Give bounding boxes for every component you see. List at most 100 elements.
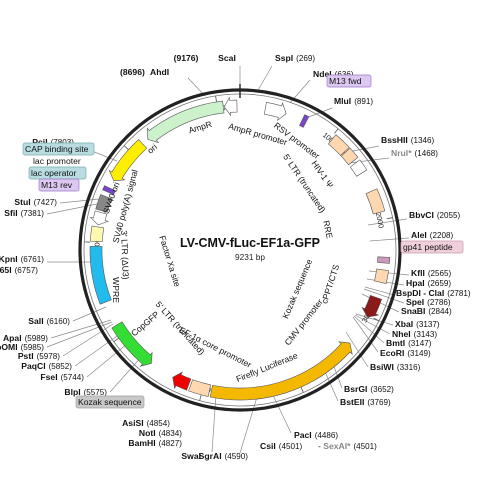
- feature-label-cppt-text: cPPT/CTS: [319, 263, 341, 305]
- site-name: XbaI: [395, 319, 413, 329]
- site-bspdi: BspDI - ClaI(2781): [396, 288, 471, 298]
- site-position: (1346): [411, 136, 435, 145]
- site-leader: [46, 203, 98, 215]
- label-text-kozak-box: Kozak sequence: [78, 397, 142, 407]
- site-name: SnaBI: [401, 306, 425, 316]
- label-text-m13rev-box: M13 rev: [41, 180, 73, 190]
- site-name: SwaI: [181, 451, 201, 461]
- site-leader: [72, 306, 107, 322]
- site-hpai: HpaI(2659): [406, 278, 451, 288]
- label-text-m13fwd-box: M13 fwd: [329, 76, 362, 86]
- site-leader: [353, 315, 385, 344]
- site-name: KflI: [411, 268, 425, 278]
- site-leader: [348, 157, 390, 164]
- feature-hiv1: [349, 159, 368, 177]
- site-position: (2781): [447, 289, 471, 298]
- site-name: (8696): [120, 67, 145, 77]
- site-bamhi: BamHI (4827): [128, 438, 182, 448]
- site-name: AhdI: [150, 67, 169, 77]
- site-name: PspOMI: [0, 342, 18, 352]
- feature-ef1a: [188, 379, 212, 397]
- feature-wpre: [89, 245, 112, 305]
- site-name: FseI: [40, 372, 57, 382]
- site-name: BbvCI: [409, 210, 434, 220]
- site-name: MluI: [334, 96, 351, 106]
- site-leader: [86, 343, 128, 378]
- site-leader: [368, 270, 410, 276]
- site-swai: SwaI: [181, 451, 201, 461]
- site-name: NheI: [392, 329, 411, 339]
- site-blpi: BlpI(5575): [64, 387, 107, 397]
- label-box-m13fwd-box: [326, 74, 372, 88]
- site-name: SfiI: [4, 208, 17, 218]
- feature-ampr-promoter: [223, 96, 238, 117]
- site-name: BsiWI: [370, 362, 394, 372]
- site-name: BspDI - ClaI: [396, 288, 444, 298]
- site-leader: [211, 393, 217, 453]
- site-leader: [50, 319, 112, 339]
- feature-label-ori-text: ori: [145, 142, 159, 156]
- site-pcii: PciI(7803): [32, 137, 74, 147]
- site-name: AleI: [411, 230, 427, 240]
- tick-mark: [373, 317, 380, 322]
- feature-copgfp: [111, 321, 153, 367]
- tick-mark: [386, 217, 393, 220]
- site-ahdi-num: (9176): [174, 53, 199, 63]
- site-sgrai: SgrAI(4590): [199, 451, 249, 461]
- site-leader: [109, 354, 144, 393]
- site-name: PciI: [32, 137, 47, 147]
- site-pspomi: PspOMI(5985): [0, 342, 44, 352]
- feature-sv40-ori: [95, 194, 113, 213]
- site-position: (6160): [47, 317, 71, 326]
- site-position: (7427): [34, 198, 58, 207]
- site-position: (4827): [159, 439, 183, 448]
- site-name: BlpI: [64, 387, 80, 397]
- site-paci: PacI(4486): [294, 430, 338, 440]
- backbone: [78, 84, 402, 412]
- site-leader: [352, 316, 379, 353]
- site-leader: [369, 237, 410, 242]
- feature-label-copgfp-text: CopGFP: [129, 309, 161, 338]
- site-name: NdeI: [313, 69, 332, 79]
- site-sali: SalI (6160): [28, 316, 70, 326]
- site-leader: [271, 392, 292, 434]
- site-name: StuI: [14, 197, 30, 207]
- feature-m13rev-mark: [102, 185, 116, 196]
- site-position: (5985): [21, 343, 45, 352]
- feature-ampr: [147, 100, 225, 144]
- site-name: PstI: [18, 351, 34, 361]
- feature-label-factor-xa-text: Factor Xa site: [157, 234, 182, 288]
- tick-mark: [215, 95, 217, 102]
- site-position: (4590): [225, 452, 249, 461]
- site-mlui: MluI(891): [334, 96, 373, 106]
- tick-label: 2000: [374, 212, 386, 230]
- site-leader: [354, 314, 391, 335]
- site-sspi: SspI(269): [275, 53, 315, 63]
- site-position: (4501): [279, 442, 303, 451]
- site-leader: [355, 313, 394, 326]
- tick-mark: [113, 337, 119, 343]
- site-name: CsiI: [260, 441, 276, 451]
- site-name: BssHII: [381, 135, 408, 145]
- site-xbai: XbaI(3137): [395, 319, 440, 329]
- site-position: (5852): [49, 362, 73, 371]
- feature-m13fwd-mark: [299, 114, 310, 128]
- feature-ltr-5b: [340, 147, 359, 166]
- site-ndei: NdeI(636): [313, 69, 354, 79]
- feature-label-hiv-text: HIV-1 Ψ: [309, 159, 335, 190]
- site-name: SpeI: [406, 297, 424, 307]
- site-leader: [46, 321, 113, 348]
- site-kfli: KflI(2565): [411, 268, 452, 278]
- site-name: SalI: [28, 316, 43, 326]
- site-position: (2565): [428, 269, 452, 278]
- site-position: (636): [335, 70, 354, 79]
- feature-cppt: [374, 268, 389, 284]
- site-bsteii: BstEII(3769): [340, 397, 391, 407]
- site-csii: CsiI(4501): [260, 441, 302, 451]
- site-name: BamHI: [128, 438, 155, 448]
- site-nhei: NheI(3143): [392, 329, 437, 339]
- site-position: (6761): [21, 255, 45, 264]
- site-fsei: FseI(5744): [40, 372, 84, 382]
